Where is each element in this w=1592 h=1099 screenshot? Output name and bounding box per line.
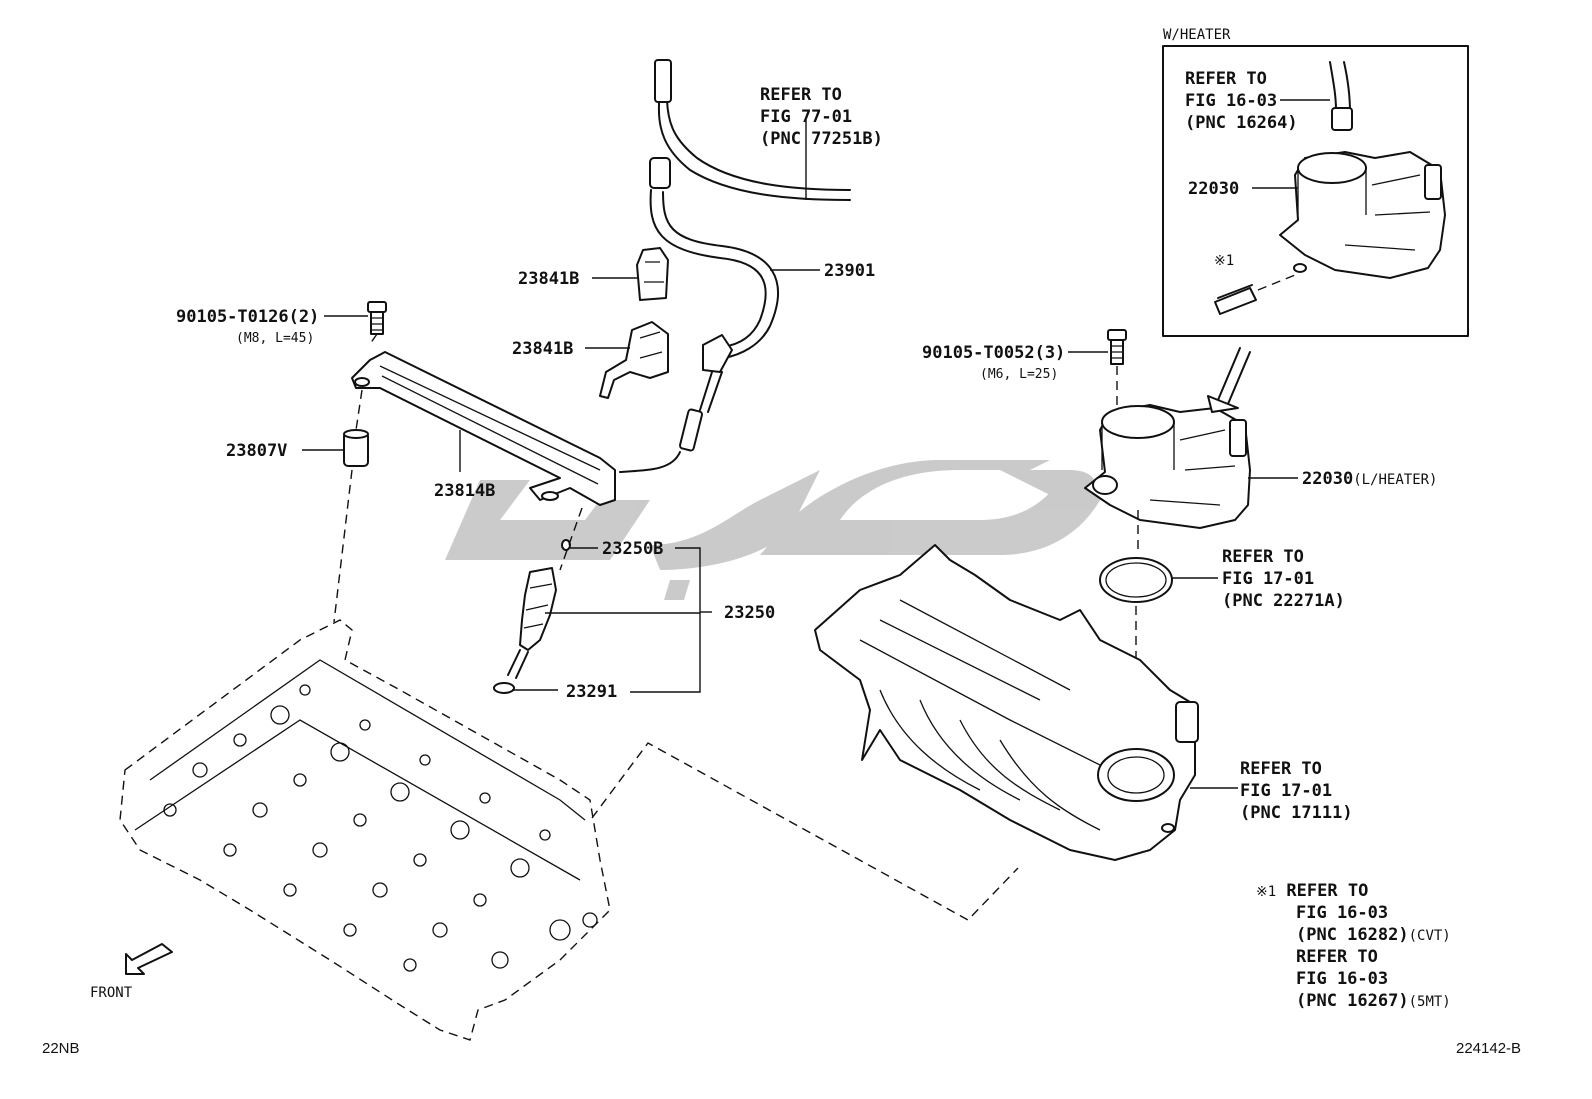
label-clamp-upper: 23841B	[518, 269, 580, 289]
label-injector-seal: 23291	[566, 682, 618, 702]
figure-code: 224142-B	[1456, 1040, 1522, 1057]
label-bolt-b-spec: (M6, L=25)	[980, 367, 1059, 382]
gasket	[1099, 557, 1173, 603]
footnote-line1: ※1 REFER TO	[1256, 881, 1369, 901]
label-delivery-pipe: 23814B	[434, 481, 496, 501]
delivery-pipe	[351, 351, 616, 506]
inset-note-mark: ※1	[1214, 253, 1235, 269]
ref-fuel-hose-line3: (PNC 77251B)	[760, 129, 883, 149]
ref-heater-hose-line2: FIG 16-03	[1185, 91, 1278, 111]
inset-heater-box	[1162, 45, 1469, 337]
ref-heater-hose-line3: (PNC 16264)	[1185, 113, 1298, 133]
footnote-line6: (PNC 16267)(5MT)	[1296, 991, 1451, 1011]
ref-gasket-line3: (PNC 22271A)	[1222, 591, 1345, 611]
label-bolt-a-spec: (M8, L=45)	[236, 331, 315, 346]
label-fuel-line: 23901	[824, 261, 876, 281]
front-label: FRONT	[90, 985, 133, 1001]
injector	[493, 539, 571, 694]
front-arrow-icon	[125, 943, 173, 975]
cylinder-head	[119, 619, 611, 1041]
clamp-upper	[636, 247, 669, 301]
footnote-line4: REFER TO	[1296, 947, 1378, 967]
throttle-body-heater	[1279, 151, 1446, 279]
label-o-ring: 23250B	[602, 539, 664, 559]
footnote-line2: FIG 16-03	[1296, 903, 1389, 923]
label-bolt-b: 90105-T0052(3)	[922, 343, 1066, 363]
ref-manifold-line3: (PNC 17111)	[1240, 803, 1353, 823]
intake-manifold	[814, 544, 1199, 861]
ref-heater-hose-line1: REFER TO	[1185, 69, 1267, 89]
label-insulator: 23807V	[226, 441, 288, 461]
ref-manifold-line1: REFER TO	[1240, 759, 1322, 779]
ref-gasket-line1: REFER TO	[1222, 547, 1304, 567]
throttle-body	[1084, 404, 1251, 529]
ref-fuel-hose-line1: REFER TO	[760, 85, 842, 105]
label-injector: 23250	[724, 603, 776, 623]
inset-arrow-icon	[1207, 347, 1251, 413]
bolt-b	[1107, 329, 1127, 365]
label-clamp-lower: 23841B	[512, 339, 574, 359]
ref-gasket-line2: FIG 17-01	[1222, 569, 1315, 589]
label-bolt-a: 90105-T0126(2)	[176, 307, 320, 327]
footnote-line5: FIG 16-03	[1296, 969, 1389, 989]
clamp-lower	[599, 321, 669, 399]
inset-title: W/HEATER	[1163, 27, 1231, 43]
bolt-a	[367, 301, 387, 335]
label-throttle-body: 22030(L/HEATER)	[1302, 469, 1438, 489]
engine-code: 22NB	[42, 1040, 80, 1057]
footnote-line3: (PNC 16282)(CVT)	[1296, 925, 1451, 945]
fuel-line-23901	[619, 59, 851, 473]
insulator	[343, 429, 369, 467]
label-throttle-body-heater: 22030	[1188, 179, 1240, 199]
leader-lines	[302, 99, 1330, 789]
watermark-logo	[445, 460, 1110, 600]
ref-fuel-hose-line2: FIG 77-01	[760, 107, 853, 127]
ref-manifold-line2: FIG 17-01	[1240, 781, 1333, 801]
